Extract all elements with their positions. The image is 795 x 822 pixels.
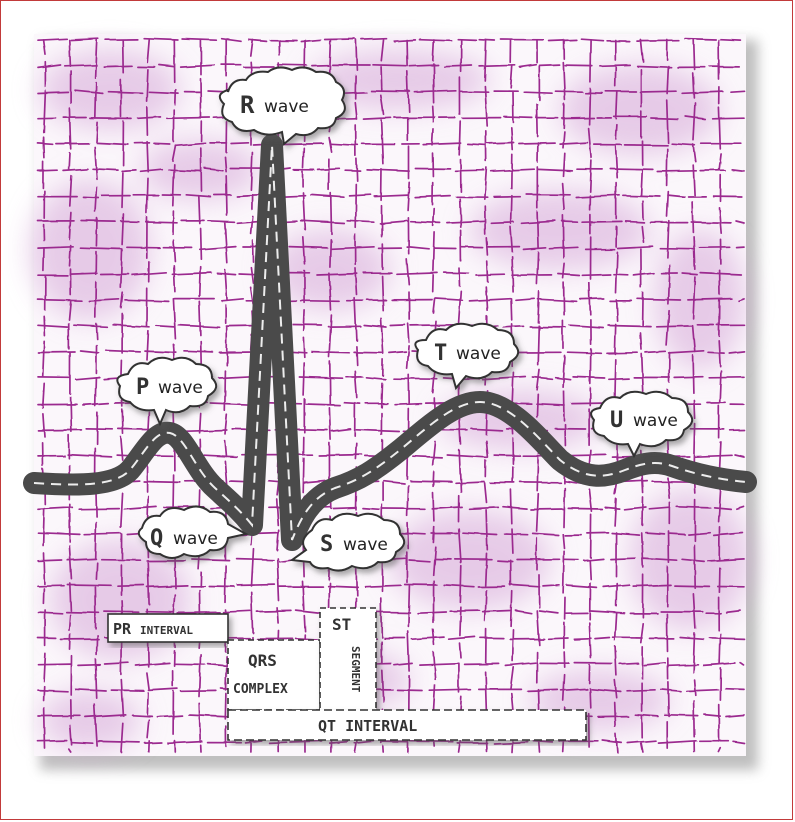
t-wave-letter: T xyxy=(434,341,447,366)
q-wave-word: wave xyxy=(173,529,218,549)
st-segment-box: ST SEGMENT xyxy=(320,608,376,712)
st-vertical: SEGMENT xyxy=(349,646,362,693)
q-wave-letter: Q xyxy=(150,526,163,551)
u-wave-word: wave xyxy=(633,411,678,431)
p-wave-letter: P xyxy=(136,375,149,400)
p-wave-word: wave xyxy=(158,378,203,398)
pr-interval-word: INTERVAL xyxy=(140,624,193,637)
qrs-line2: COMPLEX xyxy=(233,682,288,697)
qrs-complex-box: QRS COMPLEX xyxy=(228,640,320,710)
qrs-line1: QRS xyxy=(248,651,277,670)
r-wave-word: wave xyxy=(264,97,309,117)
s-wave-word: wave xyxy=(343,535,388,555)
t-wave-word: wave xyxy=(456,344,501,364)
qt-interval-label: QT INTERVAL xyxy=(318,717,417,735)
pr-interval-abbr: PR xyxy=(113,620,132,638)
s-wave-letter: S xyxy=(320,532,333,557)
st-line1: ST xyxy=(332,615,351,634)
u-wave-letter: U xyxy=(610,408,623,433)
qt-interval-box: QT INTERVAL xyxy=(228,710,586,740)
pr-interval-box: PR INTERVAL xyxy=(108,614,228,642)
r-wave-letter: R xyxy=(240,91,255,119)
